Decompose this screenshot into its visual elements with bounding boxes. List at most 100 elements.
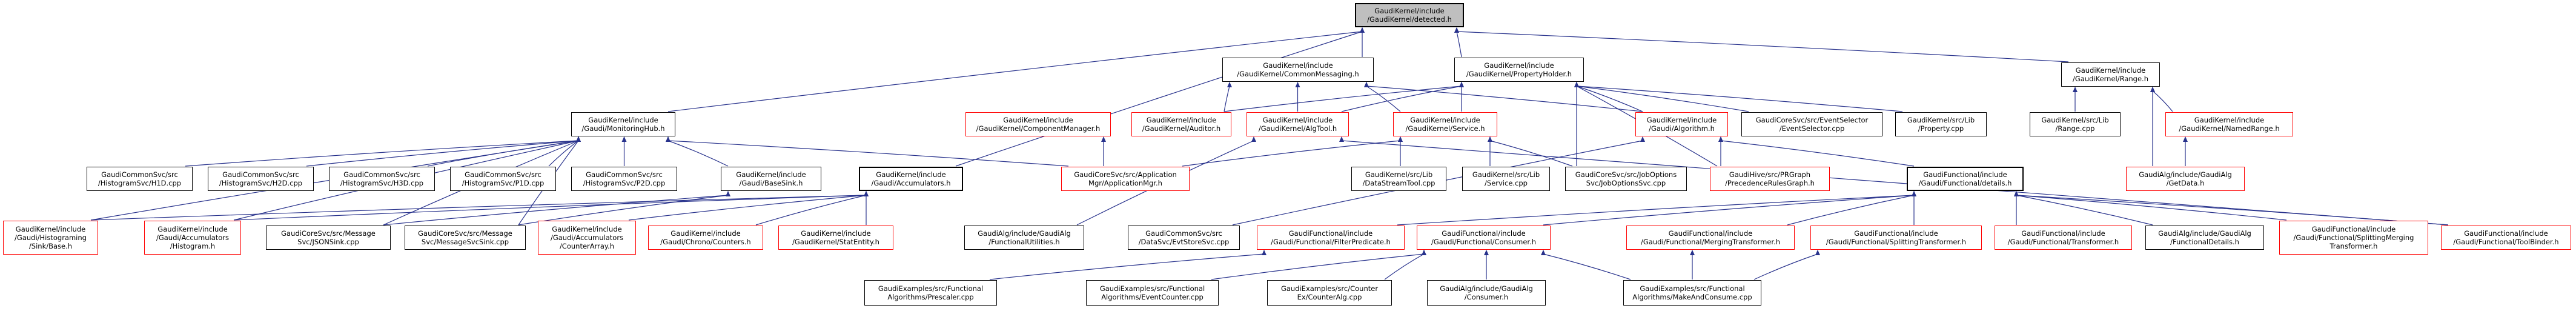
graph-node-algorithm[interactable]: GaudiKernel/include/Gaudi/Algorithm.h bbox=[1635, 112, 1728, 136]
node-label-line: GaudiCoreSvc/src/Message bbox=[418, 229, 512, 238]
graph-node-p2d[interactable]: GaudiCommonSvc/src/HistogramSvc/P2D.cpp bbox=[571, 167, 677, 191]
graph-node-funcutil[interactable]: GaudiAlg/include/GaudiAlg/FunctionalUtil… bbox=[964, 226, 1084, 250]
node-label-line: /FunctionalUtilities.h bbox=[988, 238, 1060, 246]
edge-jsonsink-to-basesink bbox=[383, 191, 730, 226]
graph-node-algtool[interactable]: GaudiKernel/include/GaudiKernel/AlgTool.… bbox=[1247, 112, 1349, 136]
edge-eventcounter-to-fconsumer bbox=[1211, 250, 1426, 280]
graph-node-getdata[interactable]: GaudiAlg/include/GaudiAlg/GetData.h bbox=[2126, 167, 2245, 191]
node-label-line: /GaudiKernel/CommonMessaging.h bbox=[1237, 70, 1359, 78]
edge-prescaler-to-filterpred bbox=[989, 250, 1266, 280]
node-label-line: /Gaudi/Accumulators.h bbox=[871, 179, 951, 187]
edge-h1d-to-mh bbox=[185, 136, 581, 167]
graph-node-cm[interactable]: GaudiKernel/include/GaudiKernel/CommonMe… bbox=[1222, 58, 1374, 82]
node-label-line: /GaudiKernel/ComponentManager.h bbox=[976, 124, 1101, 133]
graph-node-evtstore[interactable]: GaudiCommonSvc/src/DataSvc/EvtStoreSvc.c… bbox=[1128, 226, 1240, 250]
node-label-line: /Gaudi/Functional/SplittingTransformer.h bbox=[1826, 238, 1967, 246]
graph-node-splittrans[interactable]: GaudiFunctional/include/Gaudi/Functional… bbox=[1810, 226, 1982, 250]
node-label-line: GaudiCoreSvc/src/Application bbox=[1074, 170, 1177, 179]
graph-node-evtsel[interactable]: GaudiCoreSvc/src/EventSelector/EventSele… bbox=[1741, 112, 1882, 136]
node-label-line: GaudiKernel/include bbox=[157, 225, 228, 233]
graph-node-compmgr[interactable]: GaudiKernel/include/GaudiKernel/Componen… bbox=[965, 112, 1111, 136]
node-label-line: GaudiFunctional/include bbox=[1442, 229, 1526, 238]
graph-node-counterarray[interactable]: GaudiKernel/include/Gaudi/Accumulators/C… bbox=[538, 221, 636, 255]
graph-node-histsinkbase[interactable]: GaudiKernel/include/Gaudi/Histograming/S… bbox=[3, 221, 98, 255]
node-label-line: GaudiFunctional/include bbox=[1668, 229, 1753, 238]
graph-node-namedrange[interactable]: GaudiKernel/include/GaudiKernel/NamedRan… bbox=[2165, 112, 2293, 136]
node-label-line: Transformer.h bbox=[2329, 242, 2378, 250]
node-label-line: GaudiKernel/include bbox=[2075, 66, 2146, 75]
node-label-line: Algorithms/MakeAndConsume.cpp bbox=[1632, 293, 1752, 301]
graph-node-h3d[interactable]: GaudiCommonSvc/src/HistogramSvc/H3D.cpp bbox=[329, 167, 435, 191]
graph-node-statentity[interactable]: GaudiKernel/include/GaudiKernel/StatEnti… bbox=[778, 226, 893, 250]
node-label-line: GaudiFunctional/include bbox=[2464, 229, 2548, 238]
graph-node-datastream[interactable]: GaudiKernel/src/Lib/DataStreamTool.cpp bbox=[1351, 167, 1446, 191]
node-label-line: /EventSelector.cpp bbox=[1779, 124, 1845, 133]
node-label-line: /Range.cpp bbox=[2055, 124, 2095, 133]
graph-node-range[interactable]: GaudiKernel/include/GaudiKernel/Range.h bbox=[2061, 62, 2160, 87]
node-label-line: GaudiKernel/include bbox=[1410, 116, 1480, 124]
node-label-line: /GaudiKernel/AlgTool.h bbox=[1258, 124, 1337, 133]
graph-node-mergetrans[interactable]: GaudiFunctional/include/Gaudi/Functional… bbox=[1626, 226, 1795, 250]
graph-node-funcdetails[interactable]: GaudiAlg/include/GaudiAlg/FunctionalDeta… bbox=[2145, 226, 2264, 250]
node-label-line: GaudiKernel/src/Lib bbox=[1365, 170, 1433, 179]
node-label-line: GaudiKernel/include bbox=[552, 225, 622, 233]
graph-node-auditor[interactable]: GaudiKernel/include/GaudiKernel/Auditor.… bbox=[1131, 112, 1231, 136]
graph-node-galgconsumer[interactable]: GaudiAlg/include/GaudiAlg/Consumer.h bbox=[1427, 280, 1546, 306]
node-label-line: GaudiAlg/include/GaudiAlg bbox=[1440, 284, 1533, 293]
node-label-line: /GaudiKernel/NamedRange.h bbox=[2179, 124, 2280, 133]
graph-node-fconsumer[interactable]: GaudiFunctional/include/Gaudi/Functional… bbox=[1417, 226, 1551, 250]
graph-node-service[interactable]: GaudiKernel/include/GaudiKernel/Service.… bbox=[1393, 112, 1497, 136]
graph-node-rangecpp[interactable]: GaudiKernel/src/Lib/Range.cpp bbox=[2030, 112, 2121, 136]
graph-node-propcpp[interactable]: GaudiKernel/src/Lib/Property.cpp bbox=[1895, 112, 1987, 136]
graph-node-accum[interactable]: GaudiKernel/include/Gaudi/Accumulators.h bbox=[859, 167, 963, 191]
graph-node-detected[interactable]: GaudiKernel/include/GaudiKernel/detected… bbox=[1355, 3, 1464, 27]
node-label-line: GaudiCommonSvc/src bbox=[222, 170, 299, 179]
graph-node-toolbinder[interactable]: GaudiFunctional/include/Gaudi/Functional… bbox=[2441, 226, 2571, 250]
edge-makeandconsume-to-splittrans bbox=[1753, 250, 1820, 280]
graph-node-basesink[interactable]: GaudiKernel/include/Gaudi/BaseSink.h bbox=[721, 167, 821, 191]
graph-node-splitmerge[interactable]: GaudiFunctional/include/Gaudi/Functional… bbox=[2279, 221, 2428, 255]
graph-node-chronocounters[interactable]: GaudiKernel/include/Gaudi/Chrono/Counter… bbox=[648, 226, 763, 250]
node-label-line: GaudiCommonSvc/src bbox=[101, 170, 178, 179]
node-label-line: GaudiKernel/include bbox=[2194, 116, 2265, 124]
node-label-line: /Consumer.h bbox=[1464, 293, 1509, 301]
node-label-line: /Gaudi/Functional/SplittingMerging bbox=[2293, 233, 2414, 242]
node-label-line: /GaudiKernel/Auditor.h bbox=[1142, 124, 1221, 133]
node-label-line: /GaudiKernel/Service.h bbox=[1405, 124, 1485, 133]
node-label-line: /Gaudi/Functional/Consumer.h bbox=[1431, 238, 1537, 246]
graph-node-p1d[interactable]: GaudiCommonSvc/src/HistogramSvc/P1D.cpp bbox=[450, 167, 556, 191]
graph-node-ph[interactable]: GaudiKernel/include/GaudiKernel/Property… bbox=[1454, 58, 1584, 82]
graph-node-accuhist[interactable]: GaudiKernel/include/Gaudi/Accumulators/H… bbox=[144, 221, 241, 255]
node-label-line: GaudiKernel/src/Lib bbox=[2041, 116, 2109, 124]
graph-node-h1d[interactable]: GaudiCommonSvc/src/HistogramSvc/H1D.cpp bbox=[87, 167, 193, 191]
node-label-line: GaudiKernel/include bbox=[588, 116, 658, 124]
graph-node-filterpred[interactable]: GaudiFunctional/include/Gaudi/Functional… bbox=[1257, 226, 1405, 250]
graph-node-h2d[interactable]: GaudiCommonSvc/src/HistogramSvc/H2D.cpp bbox=[208, 167, 314, 191]
node-label-line: GaudiFunctional/include bbox=[2311, 225, 2396, 233]
edge-splitmerge-to-details bbox=[2014, 191, 2287, 221]
graph-node-servicecpp[interactable]: GaudiKernel/src/Lib/Service.cpp bbox=[1462, 167, 1550, 191]
graph-node-mh[interactable]: GaudiKernel/include/Gaudi/MonitoringHub.… bbox=[571, 112, 675, 136]
graph-node-details[interactable]: GaudiFunctional/include/Gaudi/Functional… bbox=[1907, 167, 2024, 191]
node-label-line: /HistogramSvc/P2D.cpp bbox=[583, 179, 666, 187]
graph-node-prgraph[interactable]: GaudiHive/src/PRGraph/PrecedenceRulesGra… bbox=[1710, 167, 1830, 191]
node-label-line: GaudiFunctional/include bbox=[1854, 229, 1938, 238]
edge-accum-to-detected bbox=[955, 27, 1365, 167]
node-label-line: GaudiFunctional/include bbox=[1923, 170, 2007, 179]
node-label-line: /Gaudi/Accumulators bbox=[550, 233, 624, 242]
node-label-line: GaudiKernel/src/Lib bbox=[1472, 170, 1540, 179]
node-label-line: GaudiCommonSvc/src bbox=[343, 170, 420, 179]
node-label-line: GaudiKernel/include bbox=[1263, 61, 1333, 70]
graph-node-transformer[interactable]: GaudiFunctional/include/Gaudi/Functional… bbox=[1995, 226, 2132, 250]
edge-jobopts-to-service bbox=[1488, 136, 1573, 167]
